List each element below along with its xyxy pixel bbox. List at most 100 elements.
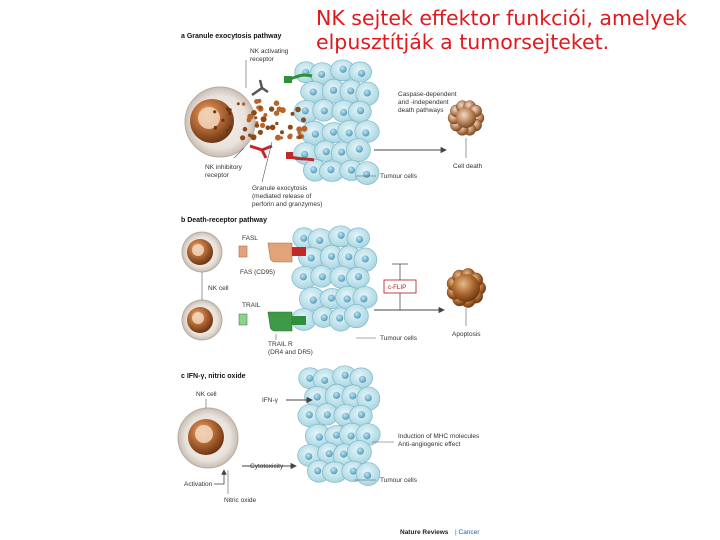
tumour-cell-nucleus [320, 107, 328, 115]
nk-cell-label-c: NK cell [196, 391, 217, 398]
granule [279, 136, 283, 140]
granule-exocytosis-label-2: (mediated release of [252, 193, 311, 200]
tumour-cell-nucleus [358, 375, 367, 383]
granule [227, 108, 231, 112]
tumour-cell-nucleus [339, 65, 347, 73]
nk-cell-b-bottom [181, 299, 223, 341]
activation-arrow [214, 469, 227, 485]
granule [256, 105, 260, 110]
granule [248, 133, 252, 138]
trail-label: TRAIL [242, 302, 261, 309]
slide-title: NK sejtek effektor funkciói, amelyek elp… [316, 6, 716, 54]
inhibitory-receptor-label-2: receptor [205, 172, 230, 179]
tumour-cell-nucleus [309, 296, 317, 304]
tumour-cell-nucleus [323, 411, 331, 419]
tumour-cell-nucleus [343, 295, 351, 303]
granule [228, 111, 232, 116]
nk-cell-a [184, 86, 256, 158]
granule [268, 106, 275, 112]
panel-b-heading: b Death-receptor pathway [181, 217, 267, 224]
granule [290, 111, 295, 116]
apoptotic-cell [446, 268, 486, 308]
tumour-cell-nucleus [338, 148, 346, 156]
tumour-cell-nucleus [349, 467, 358, 475]
tumour-cell-nucleus [357, 69, 366, 77]
tumour-cell-nucleus [325, 450, 333, 458]
granule [275, 121, 279, 126]
tumour-cells-label-c: Tumour cells [380, 477, 418, 484]
credit-journal: Nature Reviews [400, 529, 449, 536]
inhibitory-receptor-label-1: NK inhibitory [205, 164, 243, 171]
tumour-cell-nucleus [314, 467, 322, 475]
tumour-cell-nucleus [307, 254, 315, 262]
tumour-cluster-a [293, 59, 380, 185]
credit-section: | Cancer [455, 529, 480, 536]
nk-activating-receptor [251, 73, 313, 97]
activating-receptor-label-2: receptor [250, 56, 275, 63]
panel-c: c IFN-γ, nitric oxide NK cell IFN-γ Cyto… [177, 365, 480, 504]
tumour-cell-nucleus [318, 70, 326, 78]
tumour-cell-nucleus [362, 129, 370, 137]
granule [288, 133, 293, 138]
tumour-cell-nucleus [299, 273, 307, 281]
granule [265, 125, 271, 130]
tumour-cell-nucleus [315, 433, 323, 441]
tumour-cells-label-a: Tumour cells [380, 173, 418, 180]
nk-cell-b-top [181, 231, 223, 273]
granule-exocytosis-label-3: perforin and granzymes) [252, 201, 322, 208]
apoptosis-label: Apoptosis [452, 331, 481, 338]
tumour-cell-nucleus [309, 88, 317, 96]
tumour-cell-nucleus [321, 376, 329, 384]
tumour-cell-nucleus [363, 471, 372, 479]
tumour-cells-label-b: Tumour cells [380, 335, 418, 342]
tumour-cell-nucleus [327, 252, 336, 260]
tumour-cell-nucleus [327, 294, 336, 302]
granule [273, 100, 280, 106]
granule [254, 123, 260, 128]
tumour-cell-nucleus [345, 129, 353, 137]
tumour-cell-nucleus [313, 393, 321, 401]
dead-cell [447, 100, 485, 136]
tumour-cell-nucleus [363, 432, 371, 440]
tumour-cell-nucleus [353, 311, 361, 319]
granule [228, 125, 232, 129]
panel-c-heading: c IFN-γ, nitric oxide [181, 373, 246, 380]
granule [273, 110, 280, 116]
tumour-cell-nucleus [332, 431, 341, 439]
granule [254, 116, 258, 120]
death-pathway-label-3: death pathways [398, 107, 444, 114]
granule [257, 129, 263, 135]
nk-cell-label-b: NK cell [208, 285, 229, 292]
tumour-cell-nucleus [330, 467, 338, 475]
granule [296, 126, 303, 133]
nitric-oxide-label: Nitric oxide [224, 497, 257, 504]
death-pathway-label-1: Caspase-dependent [398, 91, 457, 98]
nk-inhibitory-receptor [249, 144, 315, 162]
tumour-cell-nucleus [341, 371, 349, 379]
panel-a: a Granule exocytosis pathway NK activati… [181, 33, 485, 208]
trail-receptor [238, 311, 306, 332]
tumour-cell-nucleus [311, 130, 319, 138]
tumour-cell-nucleus [300, 234, 308, 242]
tumour-cell-nucleus [357, 411, 366, 419]
tumour-cell-nucleus [347, 432, 355, 440]
tumour-cell-nucleus [329, 128, 338, 136]
activating-receptor-label-1: NK activating [250, 48, 289, 55]
ifn-label: IFN-γ [262, 397, 279, 404]
granules [213, 98, 308, 141]
granule [225, 128, 229, 132]
fasl-label: FASL [242, 235, 258, 242]
granule [260, 116, 267, 123]
tumour-cell-nucleus [338, 274, 346, 282]
tumour-cell-nucleus [305, 452, 313, 460]
tumour-cell-nucleus [310, 166, 318, 174]
granule [295, 106, 301, 113]
granule [297, 131, 302, 135]
granule [254, 99, 260, 104]
tumour-cell-nucleus [322, 148, 330, 156]
trail-r-label-1: TRAIL R [268, 341, 293, 348]
tumour-cell-nucleus [364, 394, 372, 402]
mhc-label-2: Anti-angiogenic effect [398, 441, 461, 448]
tumour-cell-nucleus [362, 170, 371, 178]
